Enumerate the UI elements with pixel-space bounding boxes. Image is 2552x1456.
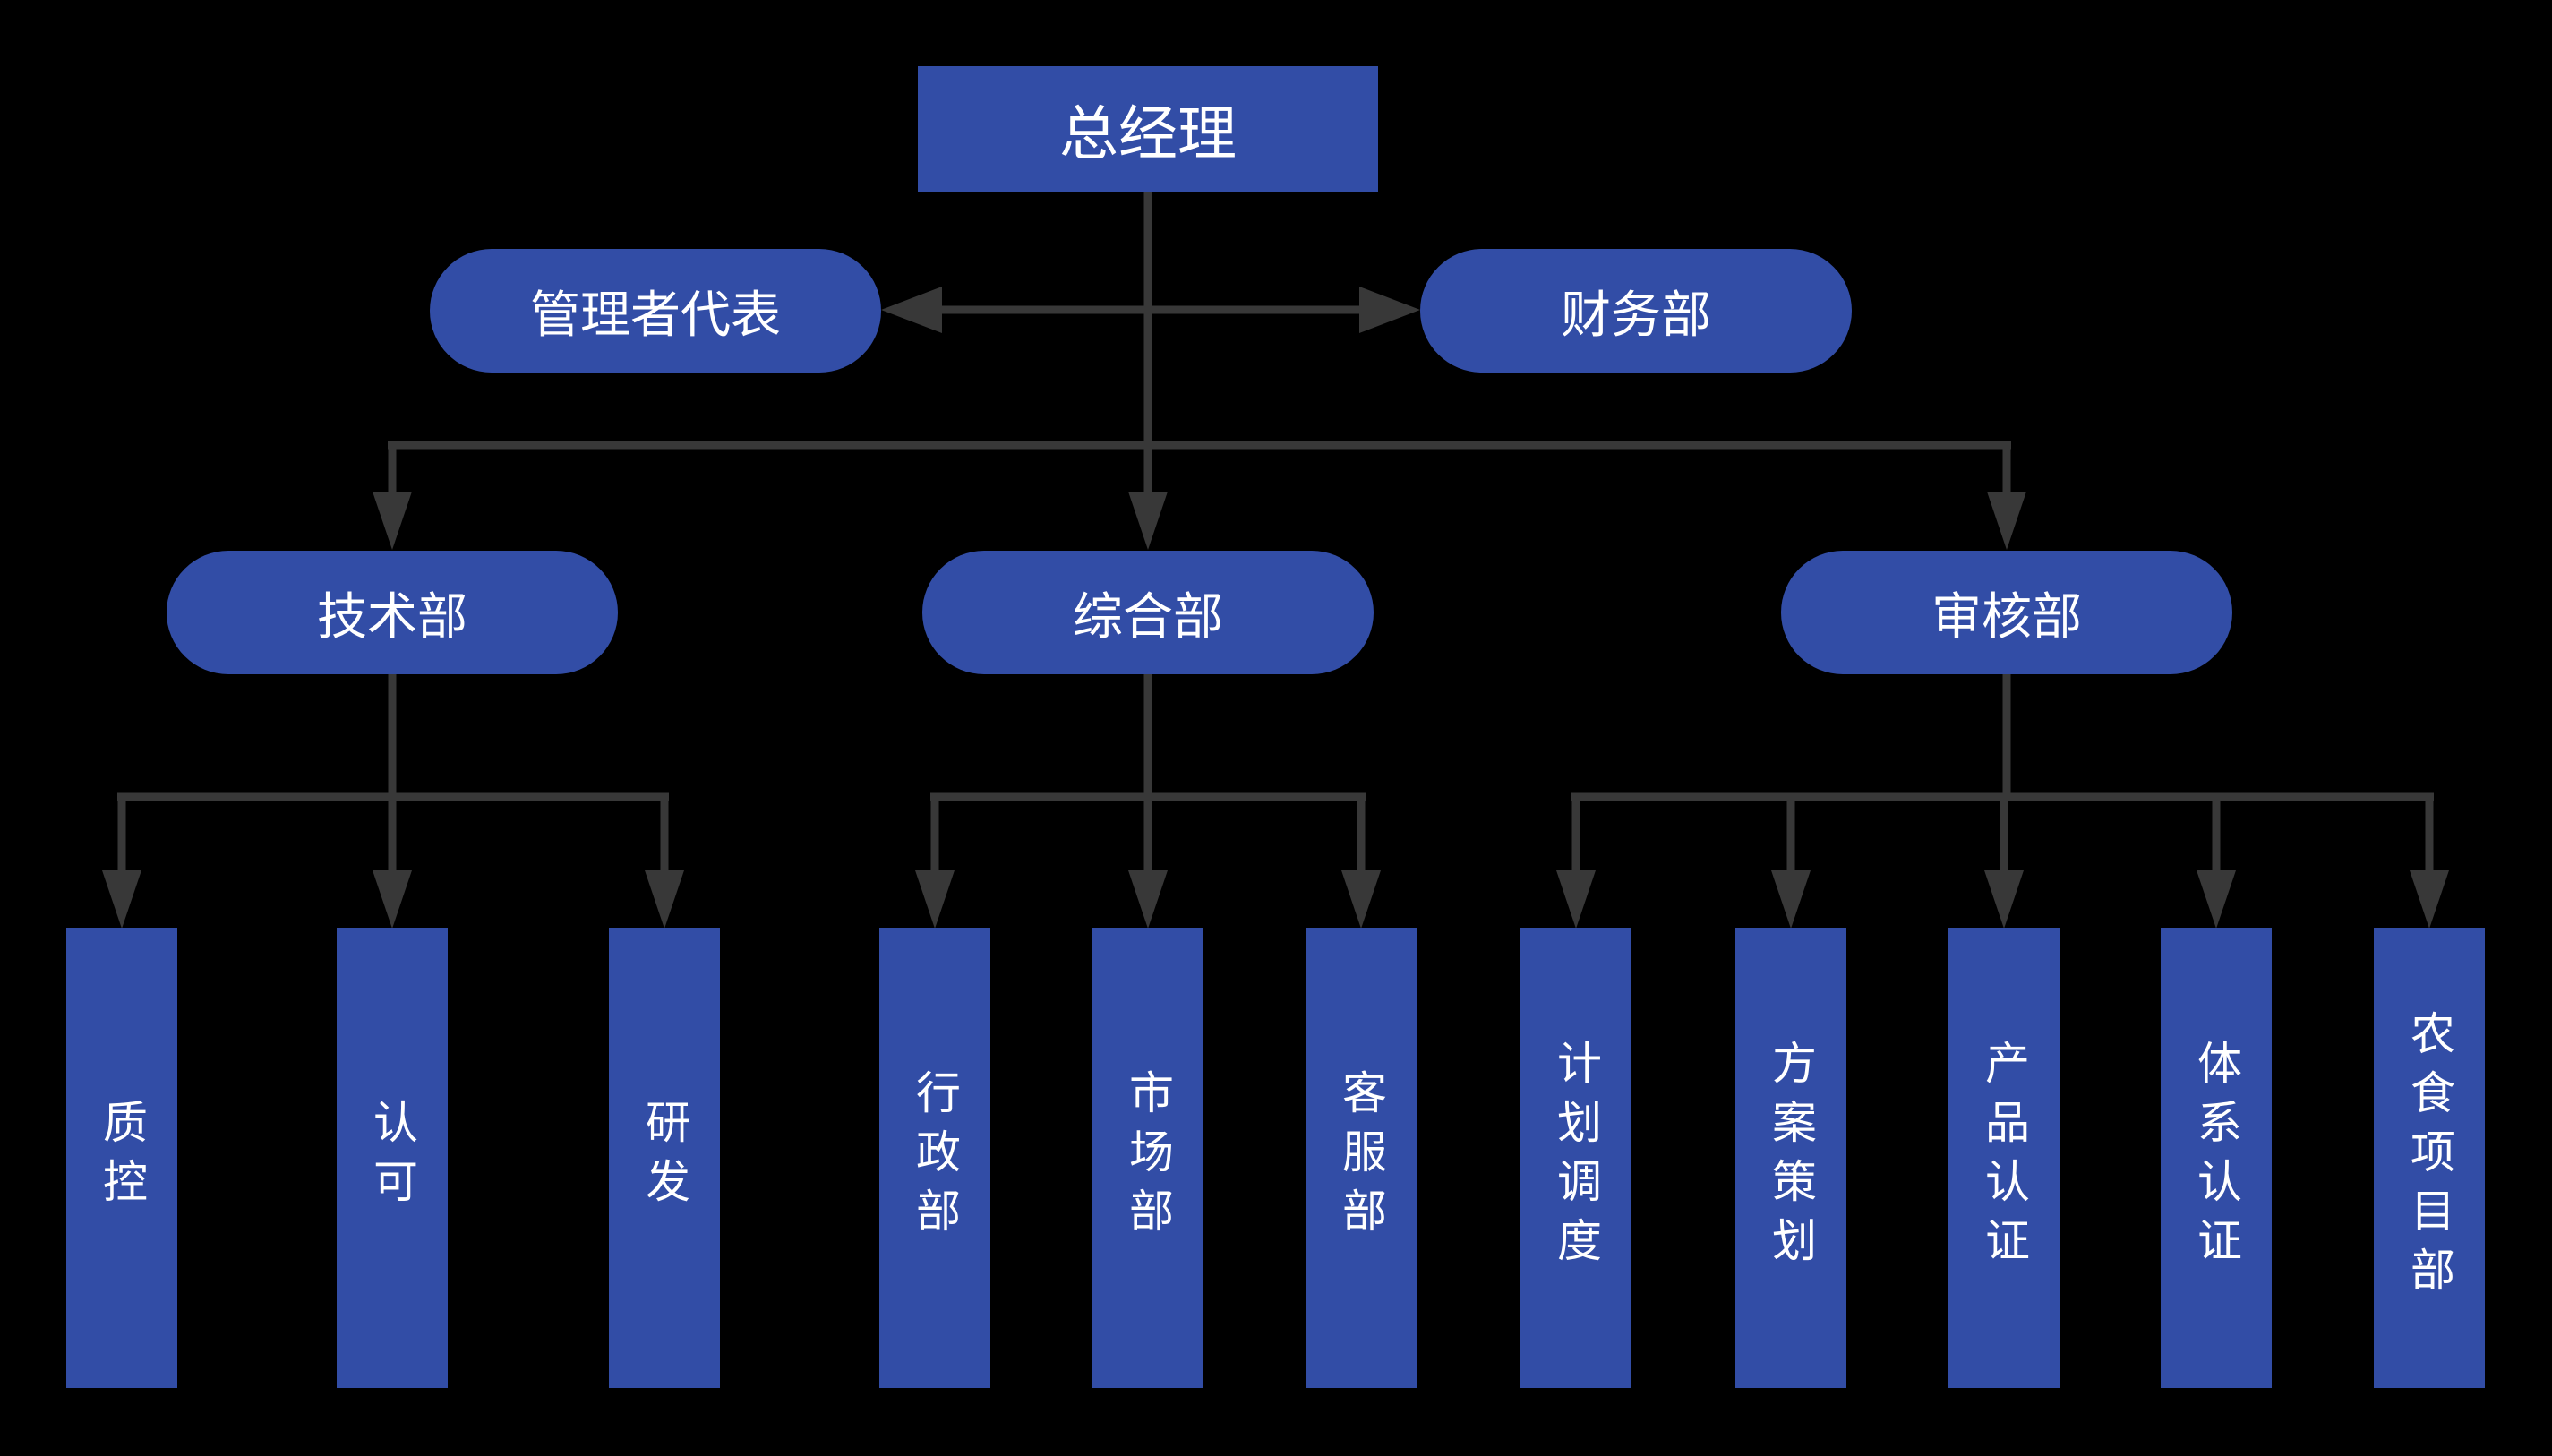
arrowhead-down-icon xyxy=(645,870,684,929)
node-research-development: 研发 xyxy=(609,928,720,1388)
arrowhead-down-icon xyxy=(1341,870,1381,929)
node-management-representative: 管理者代表 xyxy=(430,249,881,373)
arrowhead-down-icon xyxy=(1128,870,1168,929)
arrowhead-down-icon xyxy=(373,492,412,550)
node-label: 质控 xyxy=(97,1099,147,1217)
node-label: 产品认证 xyxy=(1979,1040,2029,1276)
arrowhead-right-icon xyxy=(1359,287,1420,333)
arrowhead-down-icon xyxy=(1984,870,2024,929)
arrowhead-down-icon xyxy=(1771,870,1811,929)
node-program-planning: 方案策划 xyxy=(1735,928,1846,1388)
arrowhead-down-icon xyxy=(1556,870,1596,929)
node-label: 技术部 xyxy=(317,587,467,645)
node-audit-dept: 审核部 xyxy=(1781,551,2232,674)
node-label: 农食项目部 xyxy=(2404,1010,2454,1306)
node-label: 计划调度 xyxy=(1551,1040,1601,1276)
arrowhead-down-icon xyxy=(1128,492,1168,550)
node-label: 综合部 xyxy=(1073,587,1223,645)
arrowhead-down-icon xyxy=(373,870,412,929)
node-label: 研发 xyxy=(639,1099,689,1217)
node-finance-dept: 财务部 xyxy=(1420,249,1852,373)
node-marketing-dept: 市场部 xyxy=(1092,928,1203,1388)
node-admin-dept: 行政部 xyxy=(879,928,990,1388)
node-label: 财务部 xyxy=(1561,286,1711,343)
node-label: 行政部 xyxy=(910,1069,960,1246)
node-label: 市场部 xyxy=(1123,1069,1173,1246)
arrowhead-down-icon xyxy=(1987,492,2026,550)
node-label: 认可 xyxy=(367,1099,417,1217)
node-label: 体系认证 xyxy=(2191,1040,2241,1276)
node-label: 客服部 xyxy=(1336,1069,1386,1246)
node-tech-dept: 技术部 xyxy=(167,551,618,674)
node-general-manager: 总经理 xyxy=(918,66,1378,192)
node-quality-control: 质控 xyxy=(66,928,177,1388)
node-customer-service-dept: 客服部 xyxy=(1306,928,1417,1388)
node-general-dept: 综合部 xyxy=(922,551,1374,674)
node-system-certification: 体系认证 xyxy=(2161,928,2272,1388)
node-planning-dispatch: 计划调度 xyxy=(1520,928,1631,1388)
arrowhead-down-icon xyxy=(2197,870,2236,929)
arrowhead-down-icon xyxy=(915,870,955,929)
arrowhead-down-icon xyxy=(2410,870,2449,929)
node-label: 审核部 xyxy=(1931,587,2082,645)
node-product-certification: 产品认证 xyxy=(1948,928,2060,1388)
node-label: 总经理 xyxy=(1059,100,1237,167)
node-accreditation: 认可 xyxy=(337,928,448,1388)
node-label: 管理者代表 xyxy=(530,286,781,343)
node-agrifood-project-dept: 农食项目部 xyxy=(2374,928,2485,1388)
arrowhead-left-icon xyxy=(881,287,942,333)
arrowhead-down-icon xyxy=(102,870,141,929)
node-label: 方案策划 xyxy=(1766,1040,1816,1276)
